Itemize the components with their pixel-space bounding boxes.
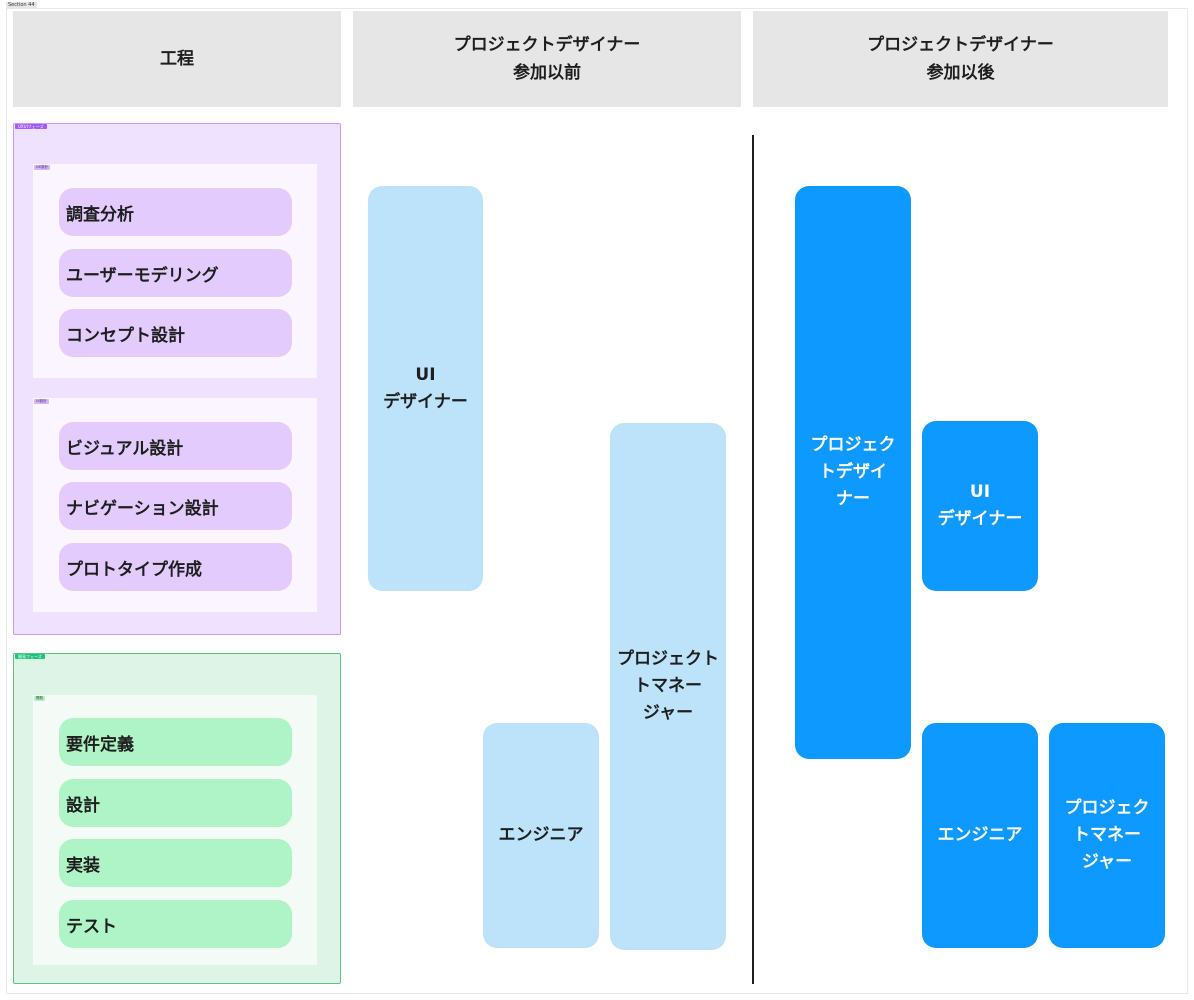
step-navigation-design: ナビゲーション設計	[59, 482, 292, 530]
step-requirements: 要件定義	[59, 718, 292, 766]
header-process: 工程	[13, 11, 341, 107]
step-design: 設計	[59, 779, 292, 827]
after-project-manager-card: プロジェク トマネー ジャー	[1049, 723, 1165, 948]
header-after-line2: 参加以後	[926, 63, 995, 83]
after-ui-designer-card: UI デザイナー	[922, 421, 1038, 591]
ux-design-tag: UX設計	[34, 165, 50, 170]
header-before-line2: 参加以前	[513, 63, 581, 83]
after-engineer-line1: エンジニア	[937, 825, 1023, 845]
step-concept-design: コンセプト設計	[59, 309, 292, 357]
step-testing: テスト	[59, 900, 292, 948]
section-frame	[6, 8, 1188, 994]
before-ui-designer-line1: UI	[415, 364, 436, 385]
section-label: Section 44	[6, 2, 37, 8]
before-after-divider	[752, 135, 754, 984]
development-tag: 開発	[34, 696, 45, 701]
ui-design-group: UI設計 ビジュアル設計 ナビゲーション設計 プロトタイプ作成	[33, 398, 317, 612]
after-project-designer-line2: トデザイ	[819, 462, 887, 482]
after-project-manager-line3: ジャー	[1081, 852, 1133, 872]
before-engineer-line1: エンジニア	[498, 825, 584, 845]
header-before: プロジェクトデザイナー 参加以前	[353, 11, 741, 107]
after-project-designer-line3: ナー	[836, 489, 870, 509]
uxui-phase-section: UXUIフェーズ UX設計 調査分析 ユーザーモデリング コンセプト設計 UI設…	[13, 123, 341, 635]
before-project-manager-line1: プロジェクト	[617, 649, 719, 669]
development-group: 開発 要件定義 設計 実装 テスト	[33, 695, 317, 965]
header-before-line1: プロジェクトデザイナー	[453, 35, 641, 55]
step-visual-design: ビジュアル設計	[59, 422, 292, 470]
after-ui-designer-line2: デザイナー	[937, 509, 1023, 529]
step-user-modeling: ユーザーモデリング	[59, 249, 292, 297]
after-project-manager-line2: トマネー	[1073, 825, 1141, 845]
step-implementation: 実装	[59, 839, 292, 887]
after-project-designer-card: プロジェク トデザイ ナー	[795, 186, 911, 759]
before-project-manager-card: プロジェクト トマネー ジャー	[610, 423, 726, 950]
step-prototyping: プロトタイプ作成	[59, 543, 292, 591]
before-engineer-card: エンジニア	[483, 723, 599, 948]
after-ui-designer-line1: UI	[969, 482, 991, 502]
after-engineer-card: エンジニア	[922, 723, 1038, 948]
development-phase-section: 開発フェーズ 開発 要件定義 設計 実装 テスト	[13, 653, 341, 984]
before-ui-designer-card: UI デザイナー	[368, 186, 483, 591]
header-process-label: 工程	[160, 49, 194, 69]
after-project-manager-line1: プロジェク	[1064, 798, 1150, 818]
ux-design-group: UX設計 調査分析 ユーザーモデリング コンセプト設計	[33, 164, 317, 378]
ui-design-tag: UI設計	[34, 399, 49, 404]
before-project-manager-line3: ジャー	[642, 703, 694, 723]
uxui-phase-tag: UXUIフェーズ	[15, 124, 47, 129]
step-research: 調査分析	[59, 188, 292, 236]
after-project-designer-line1: プロジェク	[810, 435, 896, 455]
development-phase-tag: 開発フェーズ	[15, 654, 45, 659]
header-after-line1: プロジェクトデザイナー	[867, 35, 1054, 55]
before-ui-designer-line2: デザイナー	[383, 391, 468, 412]
before-project-manager-line2: トマネー	[634, 676, 702, 696]
header-after: プロジェクトデザイナー 参加以後	[753, 11, 1168, 107]
